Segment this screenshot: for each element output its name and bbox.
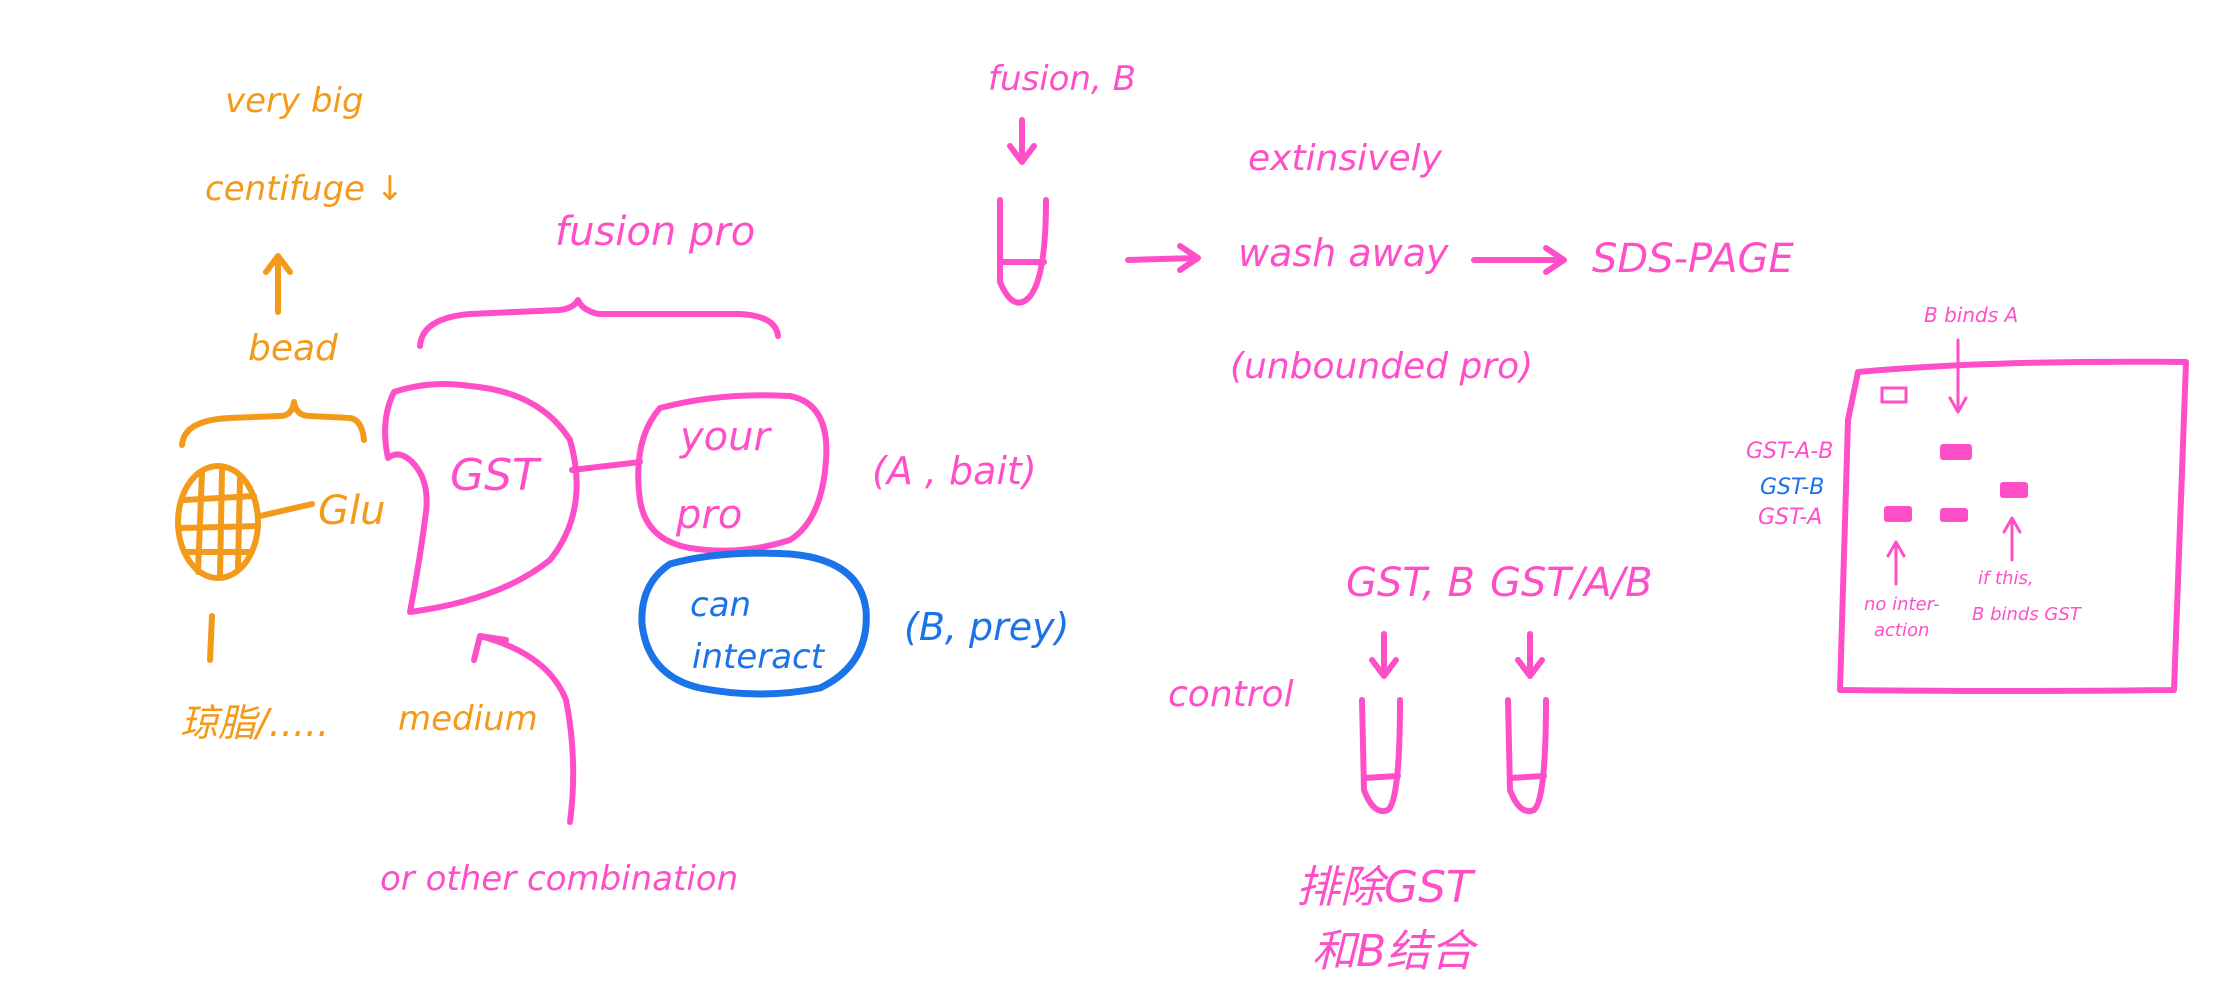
- b-binds-a-label: B binds A: [1924, 303, 2018, 327]
- control-arrow-2: [1515, 631, 1545, 679]
- gst-pro-link: [569, 459, 643, 473]
- if-this-line1: if this,: [1978, 568, 2034, 589]
- exclude-line2: 和B结合: [1312, 926, 1479, 977]
- glu-link: [257, 501, 315, 519]
- centrifuge-label: centifuge ↓: [205, 169, 404, 209]
- exclude-line1: 排除GST: [1296, 862, 1476, 913]
- fusion-protein-section: fusion pro GST your pro (A , bait) can i…: [380, 209, 1070, 899]
- control-tube-1: [1359, 697, 1403, 814]
- medium-label: medium: [398, 699, 538, 739]
- no-interaction-line2: action: [1874, 620, 1929, 641]
- sds-page-label: SDS-PAGE: [1592, 236, 1795, 282]
- no-interaction-line1: no inter-: [1864, 594, 1940, 615]
- control-section: control GST, B GST/A/B 排除GST 和B结合: [1168, 560, 1653, 977]
- very-big-label: very big: [225, 81, 364, 121]
- fusion-b-label: fusion, B: [988, 59, 1136, 99]
- gst-label: GST: [450, 450, 542, 501]
- bead-label: bead: [248, 328, 339, 369]
- control-arrow-1: [1369, 631, 1399, 679]
- arrow-to-wash: [1125, 243, 1201, 273]
- gst-shape: [382, 381, 580, 615]
- band-lane2-gst-a: [1940, 508, 1968, 522]
- your-pro-shape: [635, 392, 830, 554]
- if-this-line2: B binds GST: [1972, 604, 2083, 625]
- prey-shape[interactable]: [638, 549, 870, 698]
- can-label: can: [690, 585, 751, 625]
- b-binds-a-arrow: [1948, 338, 1968, 414]
- combination-arrow: [471, 633, 577, 825]
- fusion-pro-label: fusion pro: [555, 209, 755, 255]
- your-pro-line2: pro: [675, 492, 742, 538]
- fusion-brace: [417, 297, 781, 349]
- band-gst-a-b: [1940, 444, 1972, 460]
- control-tube-2: [1505, 697, 1549, 814]
- if-this-arrow: [2002, 516, 2022, 562]
- glu-label: Glu: [318, 488, 385, 534]
- gel-section: B binds A GST-A-B GST-B GST-A no inter- …: [1746, 303, 2189, 694]
- control-tube-1-liquid: [1361, 773, 1401, 781]
- gst-a-b-gel-label: GST-A-B: [1746, 439, 1833, 464]
- wash-away-label: wash away: [1238, 231, 1449, 275]
- arrow-to-sds: [1471, 245, 1567, 275]
- gst-b-label: GST, B: [1346, 560, 1475, 606]
- bead-icon: [175, 463, 261, 581]
- gel-frame: [1837, 358, 2189, 694]
- b-prey-label: (B, prey): [904, 605, 1070, 649]
- tube-1: [997, 197, 1049, 306]
- gst-b-gel-label: GST-B: [1760, 475, 1824, 500]
- bead-brace: [179, 399, 367, 448]
- no-interaction-arrow: [1886, 540, 1906, 586]
- bead-stem: [207, 613, 215, 663]
- fusion-b-arrow: [1007, 117, 1037, 165]
- bead-section: very big centifuge ↓ bead Glu 琼脂/..... m…: [175, 81, 538, 745]
- workflow-section: fusion, B extinsively wash away SDS-PAGE…: [988, 59, 1795, 387]
- control-tube-2-liquid: [1507, 773, 1547, 781]
- gel-well: [1880, 386, 1908, 404]
- or-other-label: or other combination: [380, 859, 738, 899]
- resin-label: 琼脂/.....: [180, 701, 329, 745]
- gst-a-b-label: GST/A/B: [1490, 560, 1653, 606]
- a-bait-label: (A , bait): [872, 449, 1037, 493]
- band-lane1-gst-a: [1884, 506, 1912, 522]
- band-lane3-gst-b: [2000, 482, 2028, 498]
- unbounded-label: (unbounded pro): [1230, 346, 1533, 387]
- gst-a-gel-label: GST-A: [1758, 505, 1822, 530]
- your-pro-line1: your: [679, 414, 772, 460]
- interact-label: interact: [692, 637, 826, 677]
- up-arrow: [263, 253, 293, 315]
- control-label: control: [1168, 674, 1294, 715]
- extensively-label: extinsively: [1248, 138, 1443, 179]
